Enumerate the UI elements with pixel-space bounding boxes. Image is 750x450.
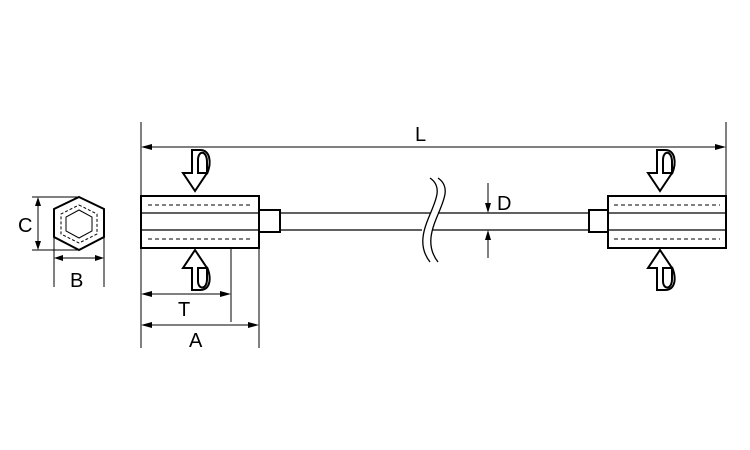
- rotation-arrow-bottom-right: [646, 248, 676, 291]
- rotation-arrow-top-left: [181, 149, 211, 193]
- dim-d: D: [485, 183, 511, 258]
- dim-t: T: [141, 248, 232, 322]
- shaft: [280, 177, 589, 263]
- label-l: L: [415, 124, 426, 146]
- hex-inner: [60, 204, 98, 244]
- right-sleeve: [588, 195, 727, 249]
- break-line-right: [430, 177, 446, 263]
- label-c: C: [18, 215, 32, 237]
- label-t: T: [178, 299, 190, 321]
- break-line-left: [422, 177, 438, 263]
- dim-a: A: [141, 248, 260, 352]
- label-b: B: [70, 270, 83, 292]
- label-d: D: [497, 193, 511, 215]
- left-sleeve: [140, 195, 281, 249]
- label-a: A: [189, 330, 203, 352]
- rotation-arrow-top-right: [646, 149, 676, 193]
- hex-socket: [65, 209, 93, 239]
- rotation-arrow-bottom-left: [181, 248, 211, 291]
- hex-end-view: C B: [18, 195, 105, 292]
